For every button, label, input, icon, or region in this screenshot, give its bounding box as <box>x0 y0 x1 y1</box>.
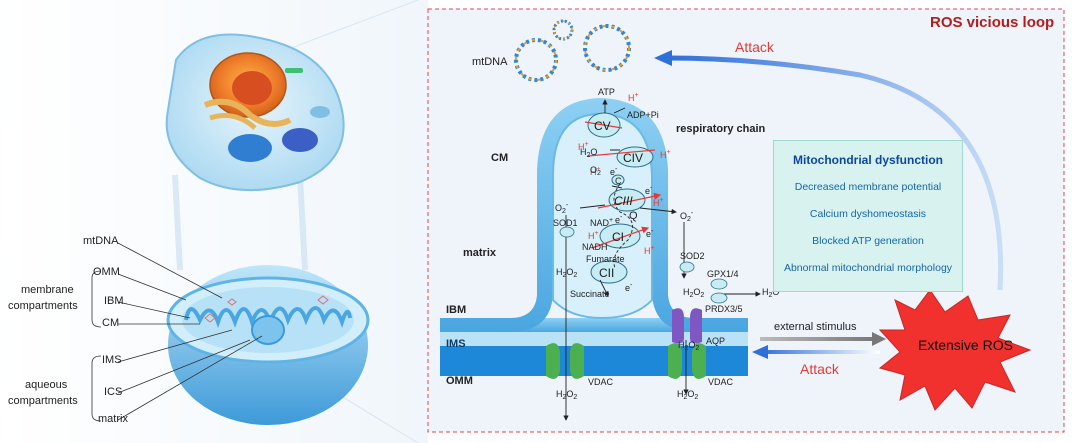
electron-cii: e- <box>625 282 633 293</box>
extensive-ros-label: Extensive ROS <box>918 337 1013 353</box>
label-cm: CM <box>102 317 120 329</box>
h2o2-aqp: H2O2 <box>678 340 700 353</box>
aqp-channel <box>672 308 702 344</box>
cell-illustration <box>165 33 345 192</box>
h-plus-civ: H+ <box>660 149 671 160</box>
prdx-label: PRDX3/5 <box>705 304 743 314</box>
h-plus-ci-matrix: H+ <box>588 230 599 241</box>
complex-ciii: CIII <box>614 194 633 208</box>
sod2-label: SOD2 <box>680 251 705 261</box>
mtdna-rings <box>514 19 631 82</box>
atp-label: ATP <box>598 87 615 97</box>
h-plus-ciii: H+ <box>653 197 664 208</box>
h-plus-cv: H+ <box>628 92 639 103</box>
superoxide-matrix: O2- <box>555 202 569 215</box>
label-ims-right: IMS <box>446 338 466 350</box>
dysfunction-item: Calcium dyshomeostasis <box>809 208 927 220</box>
h-plus-cv-matrix: H+ <box>578 141 589 152</box>
vdac-label-1: VDAC <box>588 377 614 387</box>
complex-cv: CV <box>594 119 611 133</box>
label-omm: OMM <box>93 266 120 278</box>
attack-top-label: Attack <box>735 39 774 55</box>
group-membrane-line2: compartments <box>8 300 78 312</box>
dysfunction-item: Abnormal mitochondrial morphology <box>783 262 953 274</box>
dysfunction-item: Blocked ATP generation <box>812 235 924 247</box>
respiratory-chain-label: respiratory chain <box>676 123 766 135</box>
left-leader-lines <box>91 242 263 422</box>
electron-ci: e- <box>646 228 654 239</box>
h2o2-vdac-1: H2O2 <box>556 389 578 402</box>
h2o2-ims: H2O2 <box>683 287 705 300</box>
water-product: H2O <box>762 287 780 300</box>
h2o2-vdac-2: H2O2 <box>677 389 699 402</box>
adp-pi-label: ADP+Pi <box>627 110 659 120</box>
label-ics: ICS <box>104 386 123 398</box>
group-aqueous-line1: aqueous <box>25 379 68 391</box>
vdac-channel-2 <box>668 343 706 379</box>
label-ibm: IBM <box>104 295 124 307</box>
label-ims: IMS <box>102 354 122 366</box>
sod1-label: SOD1 <box>553 218 578 228</box>
nad-label: NAD+ <box>590 217 614 228</box>
attack-bottom-label: Attack <box>800 361 839 377</box>
mitochondrial-dysfunction-box: Mitochondrial dysfunction Decreased memb… <box>773 140 963 292</box>
attack-arrow-top <box>667 55 1004 291</box>
label-mtdna-right: mtDNA <box>472 56 508 68</box>
water-civ: H2O <box>580 147 598 160</box>
ubiquinone-q-label: Q <box>629 210 638 222</box>
group-aqueous-line2: compartments <box>8 395 78 407</box>
gpx-label: GPX1/4 <box>707 269 739 279</box>
o2-civ: O2 <box>590 165 601 178</box>
label-matrix: matrix <box>98 413 128 425</box>
label-omm-right: OMM <box>446 375 473 387</box>
group-membrane-line1: membrane <box>21 284 74 296</box>
external-stimulus-label: external stimulus <box>774 321 857 333</box>
extensive-ros-burst <box>878 289 1032 411</box>
dysfunction-title: Mitochondrial dysfunction <box>793 153 943 167</box>
vdac-label-2: VDAC <box>708 377 734 387</box>
mitochondrion-illustration <box>166 265 370 425</box>
complex-ci: CI <box>612 230 624 244</box>
h-plus-ci: H+ <box>644 245 655 256</box>
label-mtdna: mtDNA <box>83 235 119 247</box>
nadh-label: NADH <box>582 242 608 252</box>
cytochrome-c-label: C <box>615 176 622 186</box>
label-matrix-right: matrix <box>463 247 497 259</box>
ros-loop-title: ROS vicious loop <box>930 14 1055 31</box>
vdac-channel-1 <box>546 343 584 379</box>
fumarate-label: Fumarate <box>586 254 625 264</box>
attack-arrow-bottom <box>760 350 880 354</box>
h2o2-matrix: H2O2 <box>556 267 578 280</box>
h-plus-civ-matrix: H+ <box>590 166 601 177</box>
respiratory-complexes <box>584 112 660 284</box>
label-ibm-right: IBM <box>446 304 467 316</box>
electron-ciii: e- <box>645 185 653 196</box>
flow-arrows <box>563 99 761 421</box>
complex-civ: CIV <box>623 151 644 165</box>
complex-cii: CII <box>599 266 615 280</box>
electron-civ: e- <box>610 166 618 177</box>
aqp-label: AQP <box>706 336 726 346</box>
electron-q: e- <box>615 214 623 225</box>
label-cm-right: CM <box>491 152 509 164</box>
external-stimulus-arrow <box>760 337 876 341</box>
dysfunction-item: Decreased membrane potential <box>794 181 942 193</box>
superoxide-ims: O2- <box>680 210 694 223</box>
succinate-label: Succinate <box>570 289 610 299</box>
